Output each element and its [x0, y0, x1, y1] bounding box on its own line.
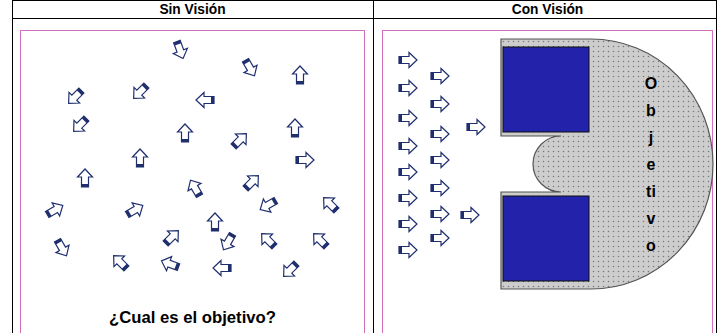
arrow-icon — [399, 111, 417, 126]
column-heading-holder: Con Visión — [383, 1, 712, 19]
arrow-icon — [296, 153, 314, 168]
question-text-holder: ¿Cual es el objetivo? — [21, 307, 364, 329]
target-magnet: O b j e ti v o — [501, 39, 713, 289]
arrow-icon — [239, 56, 261, 79]
arrow-icon — [123, 199, 146, 221]
arrow-icon — [461, 208, 479, 223]
arrow-icon — [63, 85, 86, 108]
arrow-icon — [431, 97, 449, 112]
arrow-icon — [256, 228, 279, 251]
arrow-icon — [213, 261, 231, 276]
arrow-icon — [399, 217, 417, 232]
arrow-icon — [399, 165, 417, 180]
arrow-icon — [51, 236, 73, 259]
arrow-icon — [68, 113, 91, 136]
arrow-icon — [78, 169, 93, 187]
target-label-holder: O b j e ti v o — [643, 70, 659, 259]
magnet-pole — [503, 196, 589, 281]
column-heading: Sin Visión — [21, 1, 364, 19]
arrow-icon — [217, 230, 239, 253]
scattered-arrows — [43, 39, 341, 282]
arrow-icon — [43, 199, 66, 221]
arrow-icon — [467, 120, 485, 135]
arrow-icon — [431, 153, 449, 168]
arrow-icon — [178, 124, 193, 142]
arrow-icon — [431, 231, 449, 246]
table-rule — [373, 0, 374, 333]
arrow-icon — [208, 213, 223, 231]
vision-panel: O b j e ti v oCon Visión — [382, 30, 713, 333]
arrow-icon — [308, 228, 331, 251]
arrow-icon — [399, 81, 417, 96]
arrow-icon — [133, 149, 148, 167]
vision-panel: Sin Visión¿Cual es el objetivo? — [20, 30, 365, 333]
arrow-icon — [399, 243, 417, 258]
arrow-icon — [431, 127, 449, 142]
arrow-icon — [228, 128, 251, 151]
arrow-icon — [288, 119, 303, 137]
arrow-icon — [256, 194, 279, 216]
arrow-icon — [196, 93, 214, 108]
arrow-icon — [160, 225, 183, 248]
column-heading: Con Visión — [383, 1, 712, 19]
arrow-icon — [170, 39, 190, 61]
column-heading-holder: Sin Visión — [21, 1, 364, 19]
arrow-icon — [240, 170, 263, 193]
magnet-pole — [503, 47, 589, 132]
arrow-icon — [293, 66, 308, 84]
arrow-icon — [108, 250, 131, 273]
arrow-icon — [184, 176, 206, 199]
target-label: O b j e ti v o — [643, 70, 659, 259]
arrow-icon — [431, 181, 449, 196]
magnet-body — [501, 39, 713, 289]
question-text: ¿Cual es el objetivo? — [21, 307, 364, 329]
magnet-shape — [501, 39, 713, 289]
arrow-icon — [159, 254, 181, 274]
arrow-icon — [431, 207, 449, 222]
arrow-icon — [399, 53, 417, 68]
arrow-icon — [431, 69, 449, 84]
arrow-icon — [278, 258, 301, 281]
arrow-icon — [318, 192, 341, 215]
arrow-icon — [399, 139, 417, 154]
arrow-icon — [399, 191, 417, 206]
aligned-arrows — [399, 53, 485, 258]
table-rule — [12, 18, 717, 19]
arrow-icon — [128, 80, 151, 103]
